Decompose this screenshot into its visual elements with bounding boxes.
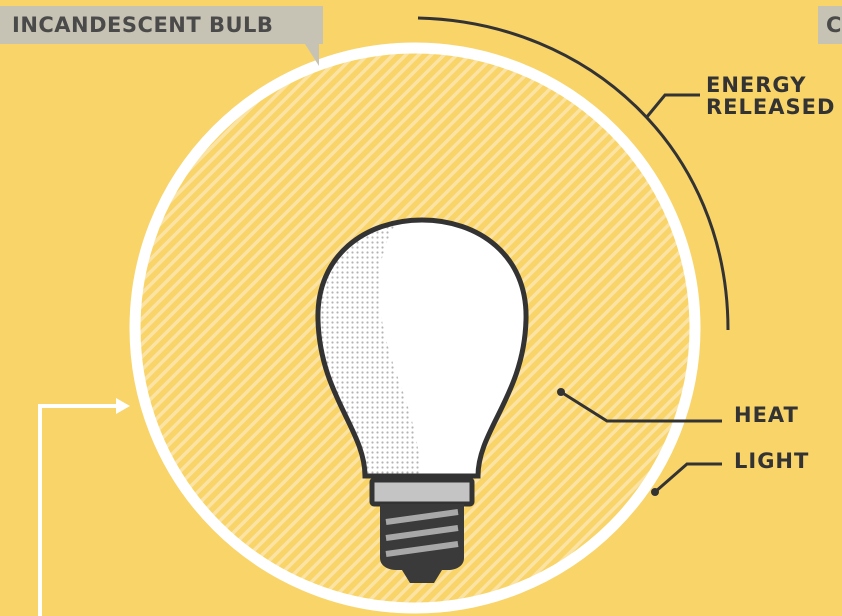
energy-label-line1: ENERGY xyxy=(706,74,835,96)
light-label: LIGHT xyxy=(734,449,809,473)
heat-label: HEAT xyxy=(734,403,799,427)
energy-leader-line xyxy=(646,95,700,118)
light-leader-line xyxy=(655,464,722,492)
incandescent-bulb-tag: INCANDESCENT BULB xyxy=(0,6,323,44)
arrow-right-icon xyxy=(40,398,130,616)
energy-released-label: ENERGY RELEASED xyxy=(706,74,835,118)
energy-label-line2: RELEASED xyxy=(706,96,835,118)
next-panel-tag: C xyxy=(818,6,842,44)
